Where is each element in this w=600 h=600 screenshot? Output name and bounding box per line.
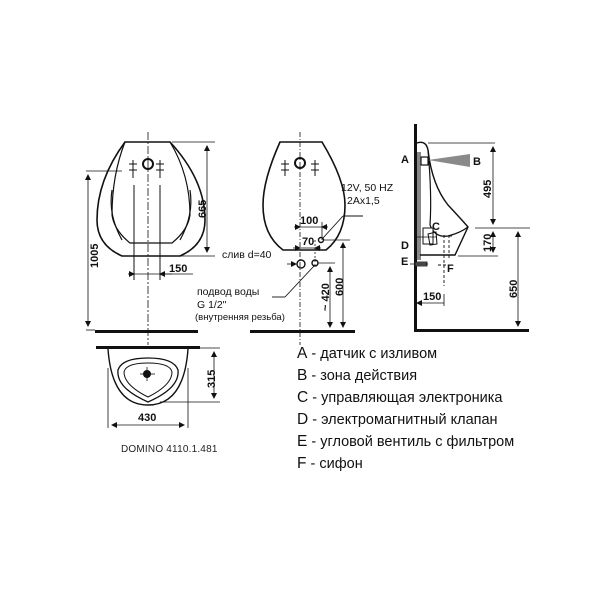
legend-item-e: E - угловой вентиль с фильтром — [297, 433, 515, 450]
dim-650: 650 — [508, 280, 520, 298]
dim-70: 70 — [302, 236, 314, 248]
label-b: B — [473, 156, 481, 168]
mounting-screw-icon — [281, 160, 319, 176]
power-spec-label-2: 2Ax1,5 — [347, 195, 380, 207]
power-spec-label: 12V, 50 HZ — [341, 182, 394, 194]
side-view — [410, 124, 530, 332]
water-supply-thread: G 1/2" — [197, 299, 227, 311]
drain-label: слив d=40 — [222, 249, 272, 261]
legend-item-d: D - электромагнитный клапан — [297, 411, 498, 428]
urinal-outline-rear — [262, 141, 346, 251]
dim-420: ~ 420 — [320, 283, 332, 311]
dim-1005: 1005 — [89, 244, 101, 268]
legend-item-c: C - управляющая электроника — [297, 389, 503, 406]
dim-430: 430 — [138, 412, 156, 424]
dim-150-front: 150 — [169, 263, 187, 275]
mounting-screw-icon — [129, 160, 164, 178]
label-a: A — [401, 154, 409, 166]
label-d: D — [401, 240, 409, 252]
dim-600: 600 — [334, 278, 346, 296]
dim-100: 100 — [300, 215, 318, 227]
legend-item-f: F - сифон — [297, 455, 363, 472]
rear-view — [250, 132, 363, 345]
dim-170: 170 — [482, 234, 494, 252]
dim-495: 495 — [482, 180, 494, 198]
legend-item-a: A - датчик с изливом — [297, 345, 438, 362]
dim-150-side: 150 — [423, 291, 441, 303]
water-supply-note: (внутренняя резьба) — [195, 312, 285, 323]
label-c: C — [432, 221, 440, 233]
sensor-zone-beam — [428, 154, 470, 167]
dim-315: 315 — [206, 370, 218, 388]
water-supply-label: подвод воды — [197, 286, 259, 298]
label-f: F — [447, 263, 454, 275]
legend: A - датчик с изливом B - зона действия C… — [297, 343, 514, 475]
label-e: E — [401, 256, 408, 268]
wall — [414, 124, 417, 332]
model-label: DOMINO 4110.1.481 — [121, 444, 218, 455]
dim-665: 665 — [197, 200, 209, 218]
front-view — [85, 132, 215, 345]
top-view — [96, 346, 220, 428]
legend-item-b: B - зона действия — [297, 367, 418, 384]
floor — [414, 329, 529, 332]
